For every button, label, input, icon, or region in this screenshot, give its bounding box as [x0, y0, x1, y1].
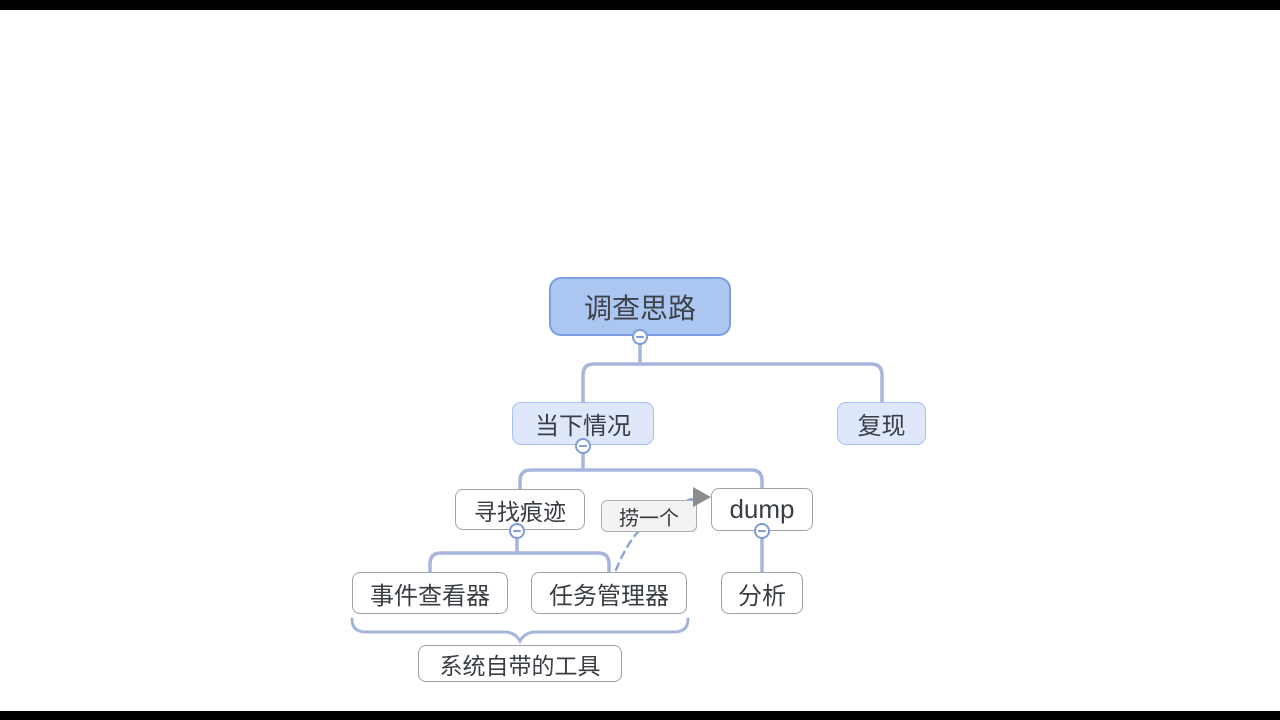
topic-renwu-guanliqi[interactable]: 任务管理器: [531, 572, 687, 614]
topic-fuxian[interactable]: 复现: [837, 402, 926, 445]
letterbox-bar-bottom: [0, 711, 1280, 720]
minus-circle-icon: [636, 335, 644, 339]
letterbox-bar-top: [0, 0, 1280, 10]
connector-rail-level3: [518, 468, 764, 492]
minus-circle-icon: [513, 529, 521, 533]
connector-rail-level4: [428, 551, 611, 575]
collapse-button-dump[interactable]: [754, 523, 770, 539]
topic-root[interactable]: 调查思路: [549, 277, 731, 336]
topic-dangxia-qingkuang[interactable]: 当下情况: [512, 402, 654, 445]
summary-brace: [350, 617, 690, 645]
topic-fenxi[interactable]: 分析: [721, 572, 803, 614]
minus-circle-icon: [758, 529, 766, 533]
topic-shijian-chakanqi[interactable]: 事件查看器: [352, 572, 508, 614]
collapse-button-dangxia[interactable]: [575, 438, 591, 454]
relationship-label[interactable]: 捞一个: [601, 500, 697, 532]
branch-connectors: [428, 342, 884, 575]
collapse-button-root[interactable]: [632, 329, 648, 345]
collapse-button-xunzhao[interactable]: [509, 523, 525, 539]
minus-circle-icon: [579, 444, 587, 448]
summary-topic[interactable]: 系统自带的工具: [418, 645, 622, 682]
connector-rail-level2: [581, 362, 884, 405]
